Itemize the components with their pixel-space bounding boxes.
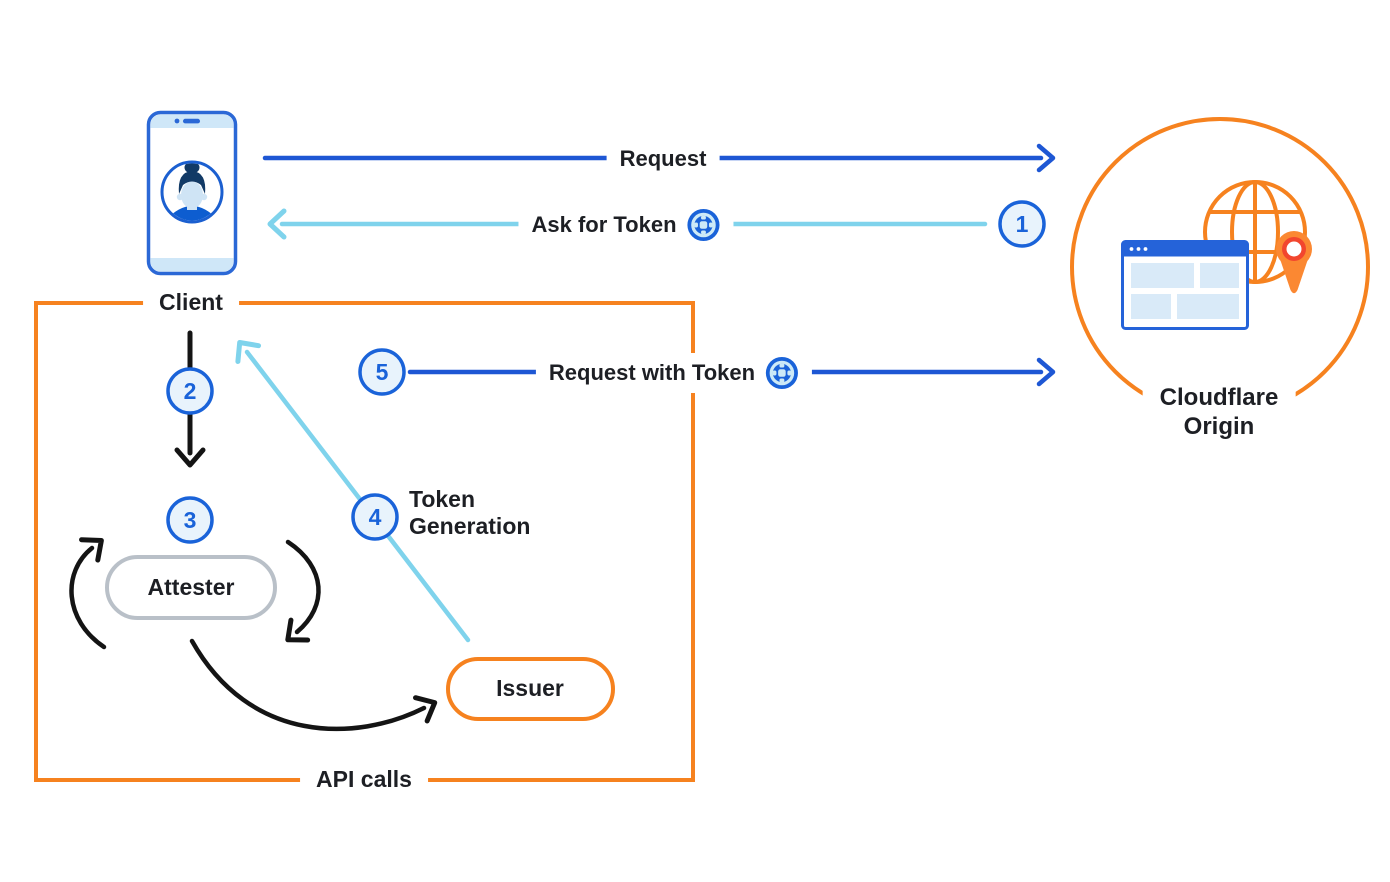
- client-node-label: Client: [143, 286, 239, 320]
- api-calls-label: API calls: [300, 763, 428, 797]
- cloudflare-origin-line2: Origin: [1183, 413, 1255, 440]
- cloudflare-origin-line1: Cloudflare: [1159, 384, 1279, 411]
- attestation-loop-right-arrow: [285, 539, 321, 643]
- attester-to-issuer-arrow: [189, 638, 438, 732]
- step-badges: 1 2 3 4 5: [166, 200, 1046, 544]
- step-1-badge: 1: [998, 200, 1046, 248]
- request-with-token-label: Request with Token: [548, 359, 756, 385]
- issuer-box: [446, 657, 615, 721]
- step-3-number: 3: [184, 507, 197, 533]
- step-2-badge: 2: [166, 367, 214, 415]
- step-3-badge: 3: [166, 496, 214, 544]
- attestation-loop-left-arrow: [69, 537, 107, 650]
- token-generation-label: Token Generation: [409, 486, 530, 540]
- step-5-number: 5: [376, 359, 389, 385]
- location-pin-icon: [1276, 231, 1312, 294]
- request-with-token-label-group: Request with Token: [535, 353, 813, 393]
- attester-node-label: Attester: [147, 574, 235, 601]
- step-2-number: 2: [184, 378, 197, 404]
- ask-for-token-label: Ask for Token: [531, 211, 677, 237]
- token-chip-icon: [687, 208, 720, 242]
- step-1-number: 1: [1016, 211, 1029, 237]
- issuer-node-label: Issuer: [496, 675, 564, 702]
- step-4-badge: 4: [351, 493, 399, 541]
- smartphone-icon: [146, 110, 238, 276]
- ask-for-token-label-group: Ask for Token: [518, 205, 734, 245]
- step-5-badge: 5: [358, 348, 406, 396]
- token-generation-arrow: [235, 339, 471, 643]
- browser-window-icon: [1121, 240, 1249, 330]
- token-generation-line2: Generation: [409, 513, 531, 539]
- step-4-number: 4: [369, 504, 382, 530]
- token-chip-icon: [766, 356, 799, 390]
- request-label: Request: [606, 142, 720, 176]
- token-generation-line1: Token: [409, 486, 476, 512]
- user-avatar-icon: [160, 160, 224, 224]
- cloudflare-origin-label: Cloudflare Origin: [1142, 377, 1296, 447]
- attester-box: [105, 555, 277, 620]
